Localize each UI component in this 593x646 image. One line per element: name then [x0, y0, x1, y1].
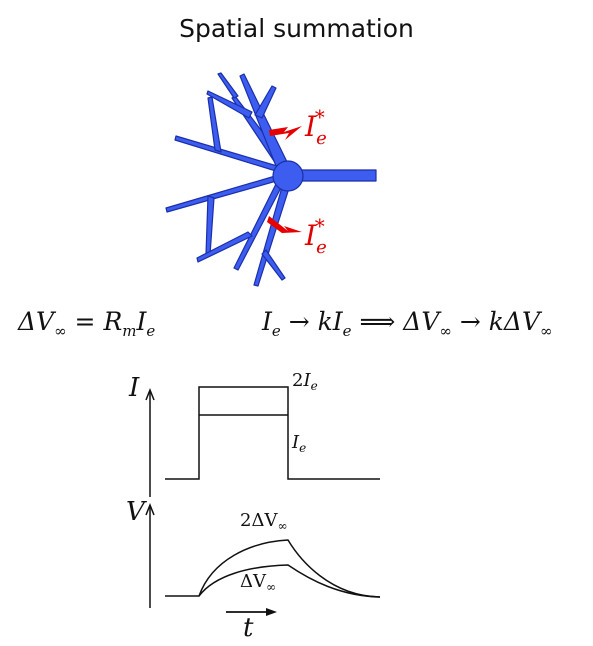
input-arrow-top [269, 126, 302, 140]
curve-label-2dv: 2ΔV∞ [240, 510, 288, 533]
diagram-title: Spatial summation [179, 14, 414, 43]
current-y-axis-arrowhead [145, 387, 155, 401]
equation-scaling: Ie → kIe ⟹ ΔV∞ → kΔV∞ [262, 307, 553, 340]
dendrite-upper-left-branch [206, 90, 253, 119]
voltage-trace-2dv [165, 539, 381, 598]
neuron-soma [272, 160, 304, 192]
current-plot [145, 386, 380, 497]
input-label-top: Ie* [305, 105, 327, 149]
current-axis-label: I [129, 373, 140, 403]
dendrite-upper-tip [217, 72, 239, 99]
level-label-2ie: 2Ie [292, 370, 318, 393]
level-label-ie: Ie [292, 432, 307, 455]
time-arrow-head [266, 608, 277, 616]
dendrite-lower-branch [196, 231, 253, 263]
time-axis-label: t [243, 613, 254, 643]
equation-steady-state: ΔV∞ = RmIe [18, 307, 156, 340]
neuron [165, 72, 377, 287]
dendrite-left-upper-branch [207, 96, 222, 153]
time-arrow [226, 608, 277, 616]
input-arrow-bottom [267, 216, 302, 236]
voltage-trace-dv [198, 564, 381, 598]
dendrite-left-lower-branch [205, 195, 215, 256]
dendrite-lower-right-branch [261, 249, 286, 281]
current-trace-2ie [165, 386, 380, 480]
input-label-bottom: Ie* [305, 214, 327, 258]
dendrite-upper-branch [254, 85, 277, 119]
curve-label-dv: ΔV∞ [240, 571, 276, 594]
input-arrows [267, 126, 302, 236]
voltage-plot [145, 502, 381, 608]
voltage-axis-label: V [126, 497, 145, 527]
voltage-y-axis-arrowhead [145, 502, 155, 516]
